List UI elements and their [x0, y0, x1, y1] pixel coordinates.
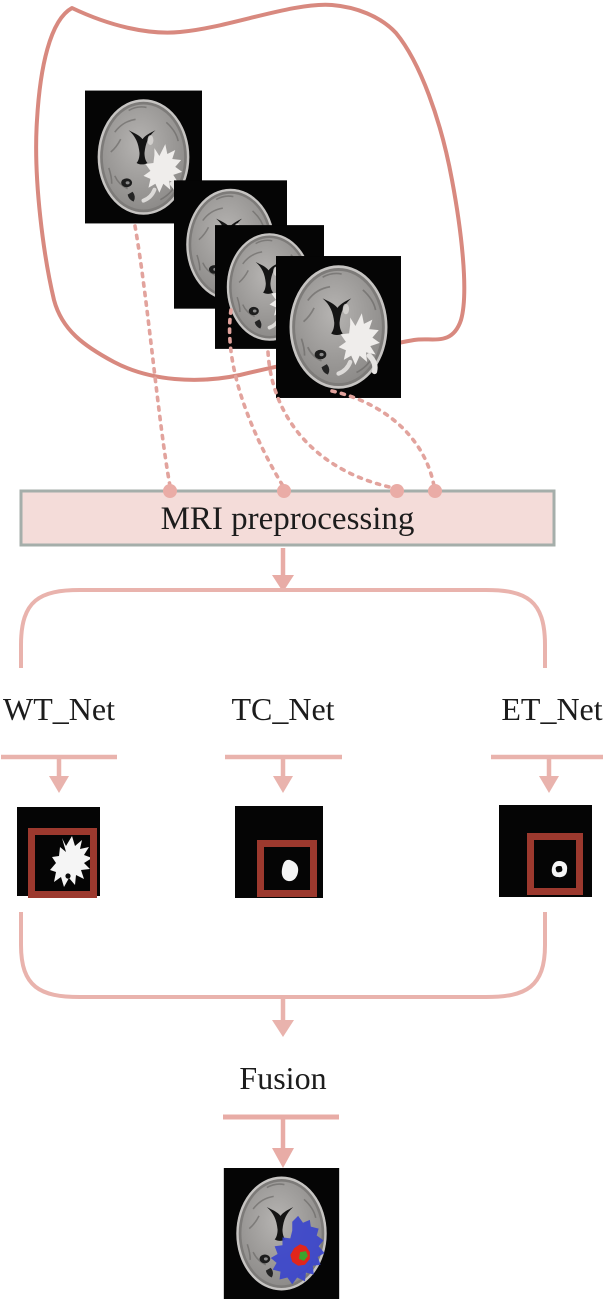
wt-mask-shape [50, 836, 92, 887]
merge-bracket [19, 912, 547, 999]
branch-arrow-wt [1, 754, 117, 793]
branch-label-wt: WT_Net [3, 691, 115, 727]
mask-image-wt [17, 807, 100, 898]
preprocessing-label: MRI preprocessing [160, 500, 415, 537]
split-bracket [19, 588, 547, 668]
preprocessing-box [19, 489, 556, 547]
branch-arrow-et [491, 754, 603, 793]
wt-bounding-box [28, 828, 97, 898]
merge-down-arrow [272, 997, 294, 1037]
fused-output-image [224, 1168, 339, 1299]
connector-dot-4 [428, 484, 442, 498]
branch-arrow-tc [225, 754, 342, 793]
et-bounding-box [527, 833, 583, 895]
fusion-arrow [223, 1114, 339, 1168]
preprocessing-down-arrow [272, 548, 294, 592]
mri-slice-4 [276, 256, 401, 398]
connector-dot-2 [277, 484, 291, 498]
dotted-connector-1 [133, 224, 172, 488]
mask-image-et [499, 805, 592, 897]
branch-label-tc: TC_Net [231, 691, 335, 727]
connector-dot-1 [163, 484, 177, 498]
connector-dot-3 [390, 484, 404, 498]
dotted-connector-3 [266, 350, 396, 490]
dotted-connector-4 [330, 389, 436, 488]
et-mask-shape [551, 861, 568, 878]
tc-bounding-box [257, 840, 317, 897]
mask-image-tc [235, 806, 323, 898]
fusion-label: Fusion [239, 1060, 327, 1096]
branch-label-et: ET_Net [501, 691, 603, 727]
tc-mask-shape [281, 859, 299, 882]
dotted-connector-2 [227, 308, 285, 488]
input-set-outline [34, 2, 467, 382]
